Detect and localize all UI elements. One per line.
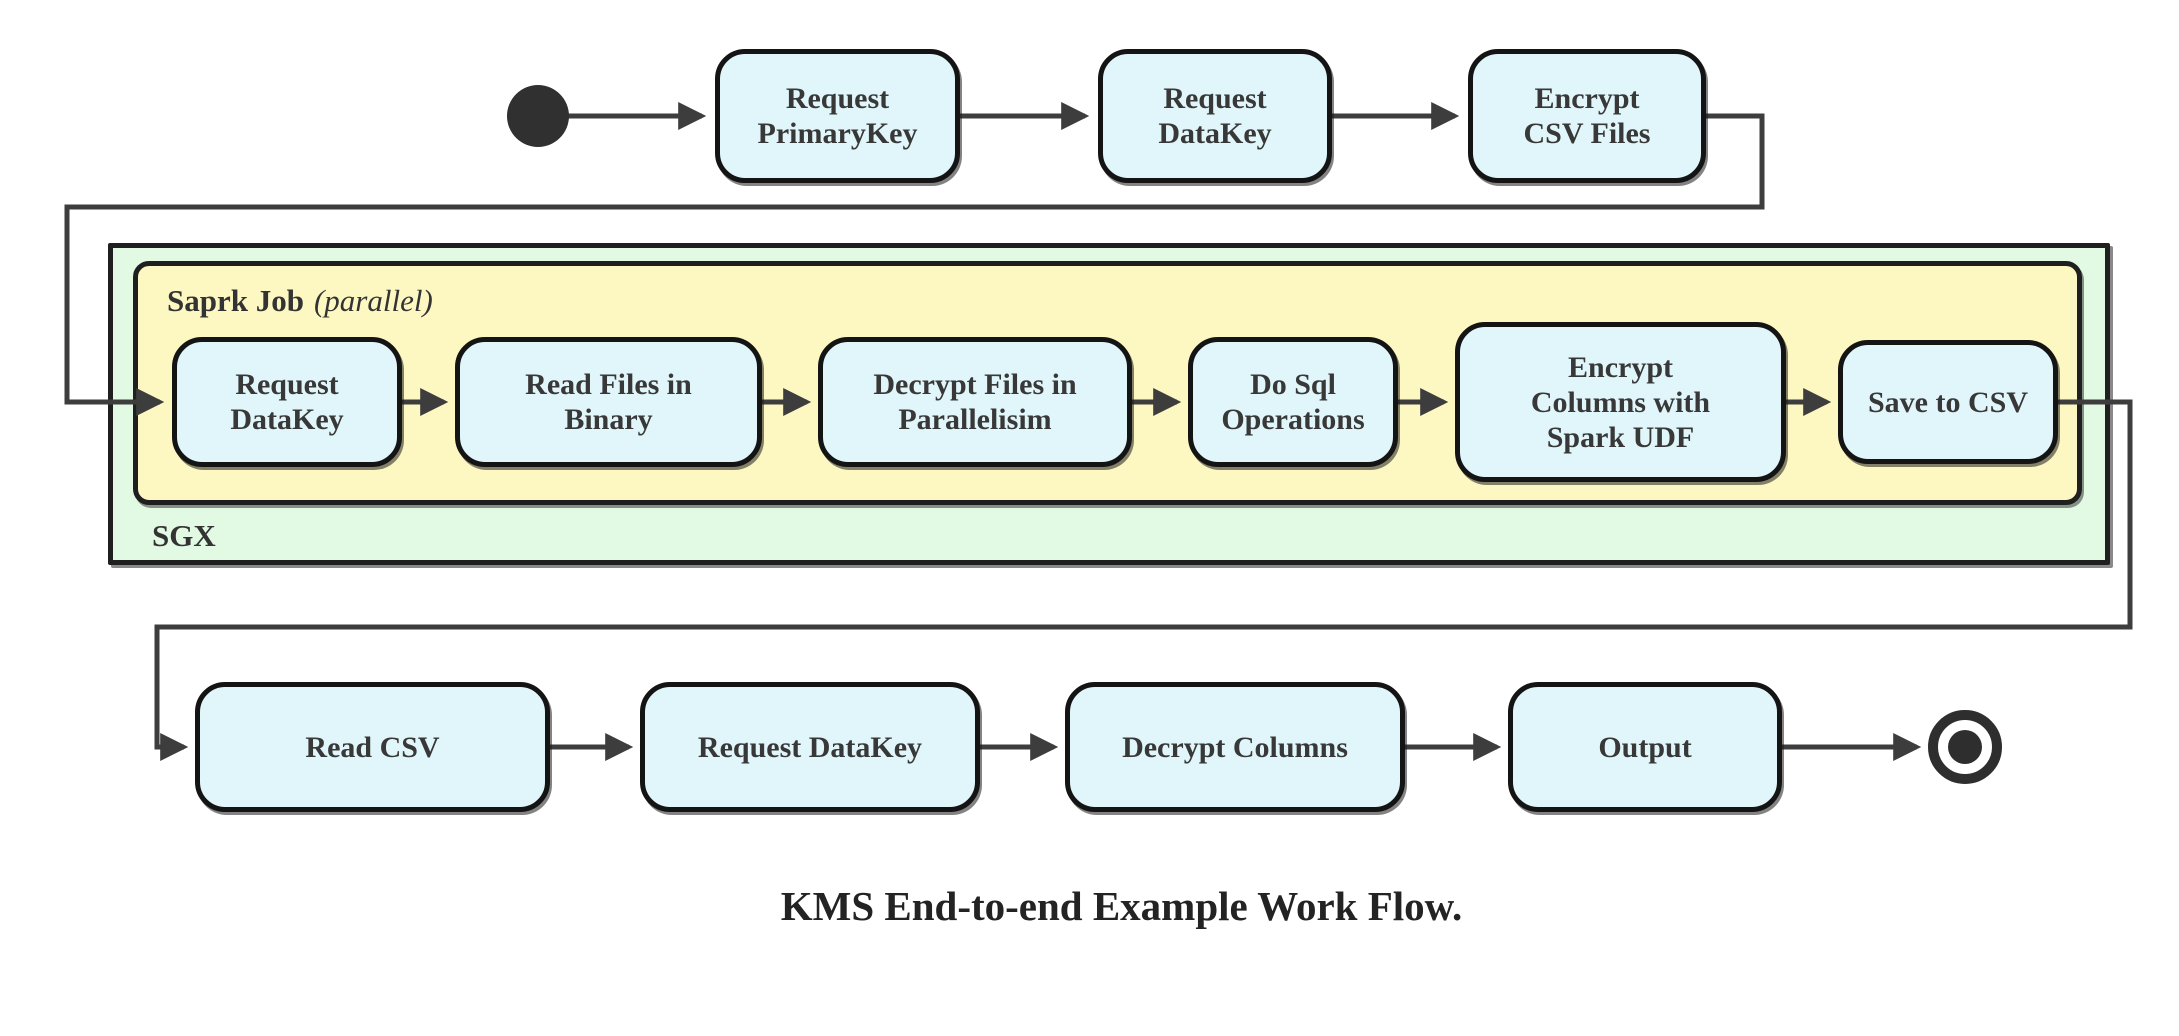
node-label: Request DataKey [230, 368, 344, 436]
node-read-files-in-binary: Read Files in Binary [455, 337, 762, 467]
node-do-sql-operations: Do Sql Operations [1188, 337, 1398, 467]
end-node [1928, 710, 2002, 784]
node-read-csv: Read CSV [195, 682, 550, 812]
node-label: Read Files in Binary [525, 368, 692, 436]
start-node [507, 85, 569, 147]
node-label: Decrypt Files in Parallelisim [873, 368, 1077, 436]
node-label: Save to CSV [1867, 385, 2028, 419]
node-encrypt-columns-with-spark-udf: Encrypt Columns with Spark UDF [1455, 322, 1786, 482]
node-request-datakey-bottom: Request DataKey [640, 682, 980, 812]
node-label: Do Sql Operations [1221, 368, 1365, 436]
diagram-caption: KMS End-to-end Example Work Flow. [780, 883, 1463, 929]
end-node-core [1948, 730, 1982, 764]
node-output: Output [1508, 682, 1782, 812]
node-label: Read CSV [305, 730, 440, 764]
node-label: Request PrimaryKey [757, 82, 918, 150]
node-request-datakey-spark: Request DataKey [172, 337, 402, 467]
spark-job-qualifier: (parallel) [313, 283, 433, 318]
node-label: Encrypt CSV Files [1523, 82, 1651, 150]
sgx-label: SGX [152, 518, 216, 553]
node-request-datakey-top: Request DataKey [1098, 49, 1332, 183]
node-label: Request DataKey [697, 730, 923, 764]
spark-job-title: Saprk Job [167, 283, 304, 318]
node-label: Request DataKey [1158, 82, 1272, 150]
node-decrypt-columns: Decrypt Columns [1065, 682, 1405, 812]
node-encrypt-csv-files: Encrypt CSV Files [1468, 49, 1706, 183]
node-label: Decrypt Columns [1122, 730, 1348, 764]
node-label: Encrypt Columns with Spark UDF [1530, 350, 1711, 454]
node-request-primarykey: Request PrimaryKey [715, 49, 960, 183]
node-decrypt-files-in-parallelisim: Decrypt Files in Parallelisim [818, 337, 1132, 467]
node-save-to-csv: Save to CSV [1838, 340, 2058, 464]
spark-job-label: Saprk Job (parallel) [167, 283, 433, 319]
node-label: Output [1598, 730, 1692, 764]
